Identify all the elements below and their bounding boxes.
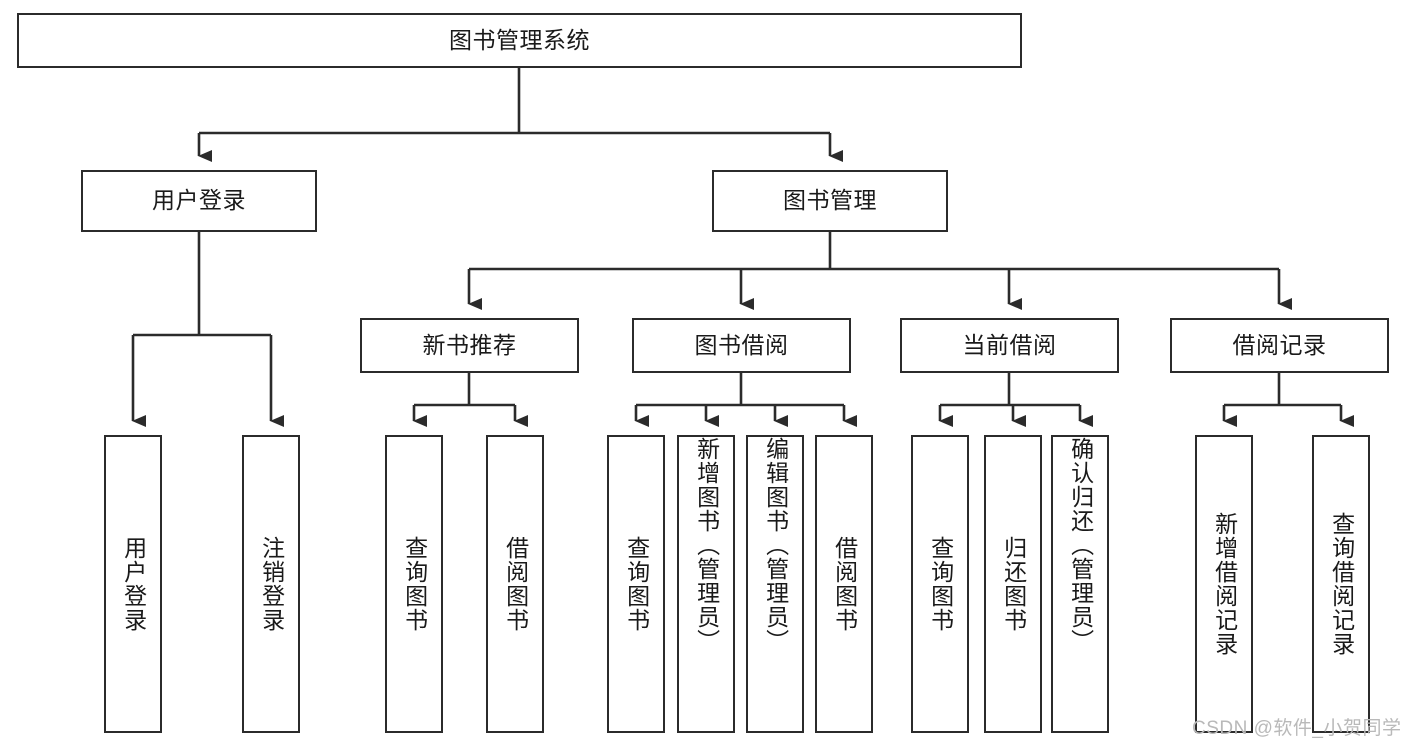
- edges-root-to-level2: [197, 68, 843, 162]
- node-leaf-return-book-label: 归还图书: [1000, 536, 1027, 632]
- node-book-manage-label: 图书管理: [783, 187, 877, 214]
- node-leaf-borrow-book-1[interactable]: 借阅图书: [486, 435, 544, 733]
- node-leaf-add-book-label: 新增图书（管理员）: [693, 437, 720, 653]
- node-leaf-query-book-1[interactable]: 查询图书: [385, 435, 443, 733]
- csdn-watermark: CSDN @软件_小贺同学: [1192, 718, 1402, 739]
- node-leaf-query-book-2-label: 查询图书: [623, 536, 650, 632]
- node-borrow-record[interactable]: 借阅记录: [1170, 318, 1389, 373]
- node-user-login-label: 用户登录: [152, 187, 246, 214]
- node-leaf-user-login-label: 用户登录: [120, 536, 147, 632]
- node-leaf-add-record[interactable]: 新增借阅记录: [1195, 435, 1253, 733]
- edges-currentborrow-to-leaves: [938, 373, 1093, 427]
- node-leaf-borrow-book-1-label: 借阅图书: [502, 536, 529, 632]
- node-root[interactable]: 图书管理系统: [17, 13, 1022, 68]
- node-leaf-borrow-book-2[interactable]: 借阅图书: [815, 435, 873, 733]
- node-new-book-rec[interactable]: 新书推荐: [360, 318, 579, 373]
- node-book-manage[interactable]: 图书管理: [712, 170, 948, 232]
- node-user-login[interactable]: 用户登录: [81, 170, 317, 232]
- edges-newbook-to-leaves: [412, 373, 528, 427]
- node-leaf-user-login[interactable]: 用户登录: [104, 435, 162, 733]
- node-book-borrow[interactable]: 图书借阅: [632, 318, 851, 373]
- edges-bookmanage-to-level3: [467, 232, 1292, 310]
- node-leaf-confirm-return-label: 确认归还（管理员）: [1067, 437, 1094, 653]
- node-leaf-logout-label: 注销登录: [258, 536, 285, 632]
- node-leaf-query-book-3[interactable]: 查询图书: [911, 435, 969, 733]
- node-borrow-record-label: 借阅记录: [1232, 331, 1327, 358]
- node-leaf-return-book[interactable]: 归还图书: [984, 435, 1042, 733]
- node-book-borrow-label: 图书借阅: [694, 331, 789, 358]
- node-leaf-query-record[interactable]: 查询借阅记录: [1312, 435, 1370, 733]
- node-current-borrow-label: 当前借阅: [962, 331, 1057, 358]
- node-root-label: 图书管理系统: [449, 26, 590, 53]
- node-leaf-edit-book-label: 编辑图书（管理员）: [762, 437, 789, 653]
- node-leaf-add-book[interactable]: 新增图书（管理员）: [677, 435, 735, 733]
- node-leaf-confirm-return[interactable]: 确认归还（管理员）: [1051, 435, 1109, 733]
- node-leaf-edit-book[interactable]: 编辑图书（管理员）: [746, 435, 804, 733]
- node-leaf-query-book-1-label: 查询图书: [401, 536, 428, 632]
- node-current-borrow[interactable]: 当前借阅: [900, 318, 1119, 373]
- node-leaf-query-book-3-label: 查询图书: [927, 536, 954, 632]
- node-leaf-add-record-label: 新增借阅记录: [1211, 512, 1238, 656]
- edges-userlogin-to-leaves: [131, 232, 284, 427]
- node-new-book-rec-label: 新书推荐: [422, 331, 517, 358]
- edges-bookborrow-to-leaves: [634, 373, 857, 427]
- node-leaf-query-book-2[interactable]: 查询图书: [607, 435, 665, 733]
- node-leaf-logout[interactable]: 注销登录: [242, 435, 300, 733]
- node-leaf-query-record-label: 查询借阅记录: [1328, 512, 1355, 656]
- node-leaf-borrow-book-2-label: 借阅图书: [831, 536, 858, 632]
- edges-borrowrecord-to-leaves: [1222, 373, 1354, 427]
